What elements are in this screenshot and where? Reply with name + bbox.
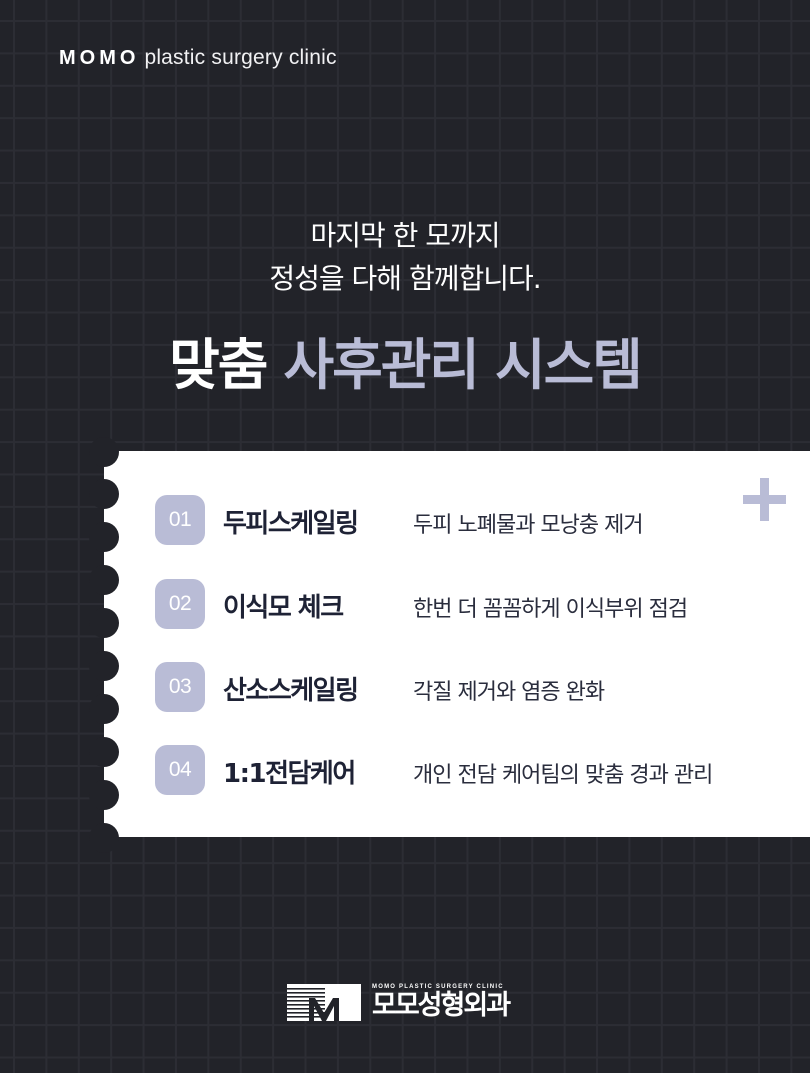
card-edge-notch (89, 565, 119, 595)
card-edge-notch (89, 823, 119, 853)
headline-accent: 사후관리 시스템 (283, 333, 643, 397)
logo-mark-icon (287, 984, 361, 1021)
card-edge-notch (89, 522, 119, 552)
item-title: 두피스케일링 (223, 509, 359, 539)
brand-mark: MOMO (59, 47, 140, 69)
item-description: 한번 더 꼼꼼하게 이식부위 점검 (413, 597, 688, 622)
plus-icon (743, 478, 786, 521)
card-edge-notch (89, 737, 119, 767)
card-edge-notch (89, 694, 119, 724)
item-description: 각질 제거와 염증 완화 (413, 680, 605, 705)
list-item: 01 두피스케일링 두피 노폐물과 모낭충 제거 (155, 495, 644, 545)
number-badge: 04 (155, 745, 205, 795)
number-badge: 02 (155, 579, 205, 629)
brand-header: MOMO plastic surgery clinic (59, 46, 337, 70)
page-title: 맞춤 사후관리 시스템 (0, 330, 810, 400)
list-item: 02 이식모 체크 한번 더 꼼꼼하게 이식부위 점검 (155, 579, 688, 629)
card-edge-notch (89, 651, 119, 681)
care-list-card (104, 451, 810, 837)
logo-name: 모모성형외과 (372, 990, 511, 1021)
number-badge: 03 (155, 662, 205, 712)
card-edge-notch (89, 780, 119, 810)
logo-caption: MOMO PLASTIC SURGERY CLINIC (372, 984, 504, 990)
item-title: 산소스케일링 (223, 676, 359, 706)
item-description: 두피 노폐물과 모낭충 제거 (413, 513, 644, 538)
card-edge-notch (89, 479, 119, 509)
card-edge-notch (89, 437, 119, 467)
item-description: 개인 전담 케어팀의 맞춤 경과 관리 (413, 763, 713, 788)
intro-text: 마지막 한 모까지 정성을 다해 함께합니다. (0, 214, 810, 300)
list-item: 03 산소스케일링 각질 제거와 염증 완화 (155, 662, 605, 712)
intro-line-1: 마지막 한 모까지 (310, 219, 500, 252)
headline-white: 맞춤 (169, 333, 268, 397)
clinic-logo: MOMO PLASTIC SURGERY CLINIC 모모성형외과 (287, 984, 524, 1021)
brand-subtitle: plastic surgery clinic (144, 46, 337, 69)
item-title: 이식모 체크 (223, 593, 344, 623)
card-edge-notch (89, 608, 119, 638)
number-badge: 01 (155, 495, 205, 545)
intro-line-2: 정성을 다해 함께합니다. (269, 262, 541, 295)
logo-text: MOMO PLASTIC SURGERY CLINIC 모모성형외과 (372, 984, 524, 1021)
list-item: 04 1:1전담케어 개인 전담 케어팀의 맞춤 경과 관리 (155, 745, 713, 795)
item-title: 1:1전담케어 (223, 759, 356, 789)
